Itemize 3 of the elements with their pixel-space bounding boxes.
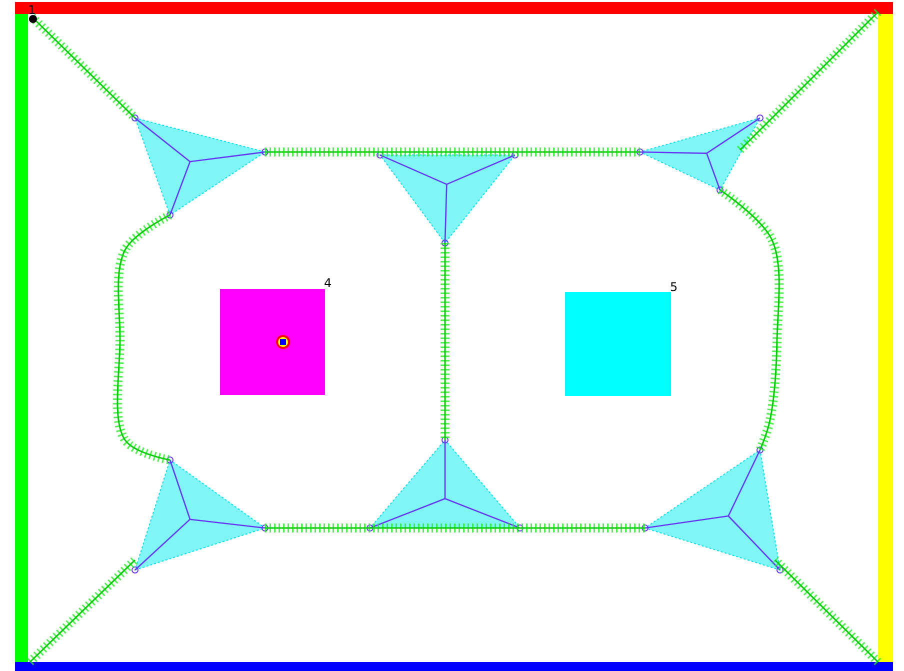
obstacle-number: 4 (324, 277, 332, 289)
obstacle-number: 1 (28, 4, 36, 16)
obstacle-number: 5 (670, 281, 678, 293)
